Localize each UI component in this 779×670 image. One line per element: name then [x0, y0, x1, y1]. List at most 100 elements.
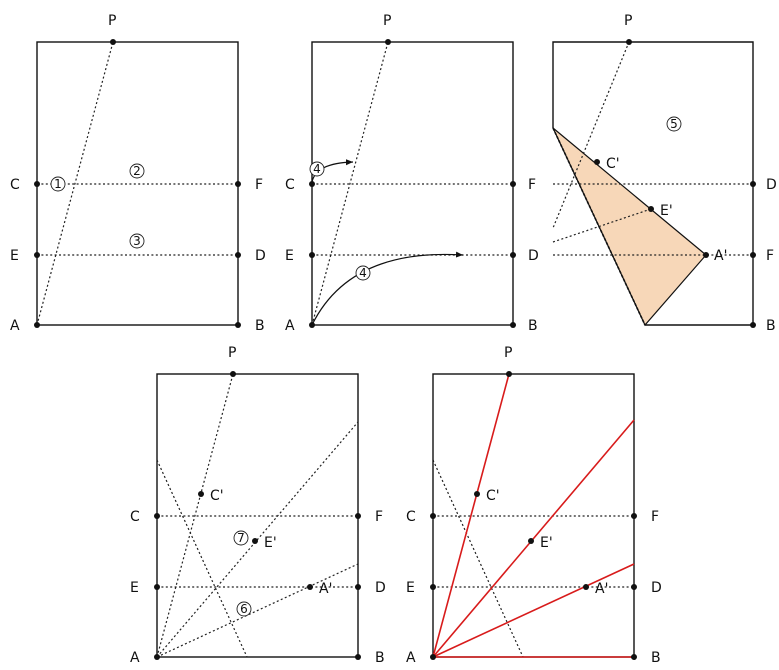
point-p [626, 39, 632, 45]
point-a [154, 654, 160, 660]
fold-line-pc [552, 41, 630, 229]
division-line-ap [432, 373, 510, 658]
point-c [34, 181, 40, 187]
step-5-circle [666, 116, 682, 132]
point-b [235, 322, 241, 328]
fold-arrow-a [311, 251, 464, 326]
paper-frame [432, 373, 635, 658]
point-e-prime [252, 538, 258, 544]
label-d: D [375, 580, 386, 596]
label-e: E [10, 248, 19, 264]
point-f [355, 513, 361, 519]
step-4: 4 [313, 162, 321, 176]
point-f [631, 513, 637, 519]
step-3-circle [129, 233, 145, 249]
point-b [355, 654, 361, 660]
label-p: P [624, 13, 632, 29]
label-a-prime: A' [714, 248, 727, 264]
step-3: 3 [133, 234, 141, 248]
paper-frame [552, 41, 754, 326]
panel-5: P C' E' A' C F E D A B [406, 345, 662, 666]
panel-2: P C F E D A B 4 4 [285, 13, 539, 334]
label-a-prime: A' [319, 581, 332, 597]
point-e [309, 252, 315, 258]
label-a: A [10, 318, 20, 334]
step-4-circle [309, 161, 325, 177]
label-p: P [504, 345, 512, 361]
step-1: 1 [54, 177, 62, 191]
label-d: D [766, 177, 777, 193]
step-7-circle [233, 530, 249, 546]
label-p: P [108, 13, 116, 29]
point-e [154, 584, 160, 590]
point-f [750, 252, 756, 258]
point-d [631, 584, 637, 590]
label-b: B [651, 650, 661, 665]
label-f: F [651, 509, 659, 525]
folded-flap [552, 127, 707, 327]
point-c [154, 513, 160, 519]
label-c: C [285, 177, 295, 193]
label-b: B [766, 318, 776, 334]
point-a-prime [307, 584, 313, 590]
point-f [510, 181, 516, 187]
label-e-prime: E' [540, 535, 553, 551]
fold-line-ap [156, 373, 234, 658]
point-a [309, 322, 315, 328]
label-p: P [383, 13, 391, 29]
point-e [34, 252, 40, 258]
point-e-prime [648, 206, 654, 212]
step-1-circle [50, 176, 66, 192]
point-b [750, 322, 756, 328]
step-7: 7 [237, 531, 245, 545]
division-line-aa [432, 563, 635, 658]
point-d [235, 252, 241, 258]
label-f: F [255, 177, 263, 193]
step-4: 4 [359, 266, 367, 280]
point-e [430, 584, 436, 590]
fold-line-crease [432, 459, 524, 658]
label-c-prime: C' [210, 488, 224, 504]
point-a-prime [703, 252, 709, 258]
label-e: E [406, 580, 415, 596]
panel-4: P C' E' A' C F E D A B 7 6 [130, 345, 386, 666]
point-c [309, 181, 315, 187]
label-f: F [528, 177, 536, 193]
label-d: D [651, 580, 662, 596]
panel-1: P C F E D A B 1 2 3 [10, 13, 266, 334]
point-a [34, 322, 40, 328]
fold-line-ap [311, 41, 389, 326]
point-c-prime [198, 491, 204, 497]
label-e: E [130, 580, 139, 596]
point-p [506, 371, 512, 377]
label-c: C [10, 177, 20, 193]
step-6-circle [236, 601, 252, 617]
label-c-prime: C' [486, 488, 500, 504]
paper-frame [36, 41, 239, 326]
label-a: A [406, 650, 416, 665]
point-a-prime [583, 584, 589, 590]
fold-line-crease [156, 459, 248, 658]
label-d: D [528, 248, 539, 264]
paper-frame [156, 373, 359, 658]
point-p [385, 39, 391, 45]
paper-frame [311, 41, 514, 326]
fold-line-aa [156, 563, 359, 658]
label-c: C [130, 509, 140, 525]
label-f: F [766, 248, 774, 264]
label-e-prime: E' [264, 535, 277, 551]
point-e-prime [528, 538, 534, 544]
point-p [230, 371, 236, 377]
step-2-circle [129, 163, 145, 179]
point-c-prime [474, 491, 480, 497]
label-a: A [285, 318, 295, 334]
label-p: P [228, 345, 236, 361]
panel-3: P C' E' A' D F B 5 [552, 13, 777, 334]
point-d [510, 252, 516, 258]
label-e-prime: E' [660, 203, 673, 219]
label-f: F [375, 509, 383, 525]
step-2: 2 [133, 164, 141, 178]
division-line-ae [432, 419, 635, 658]
point-d [750, 181, 756, 187]
